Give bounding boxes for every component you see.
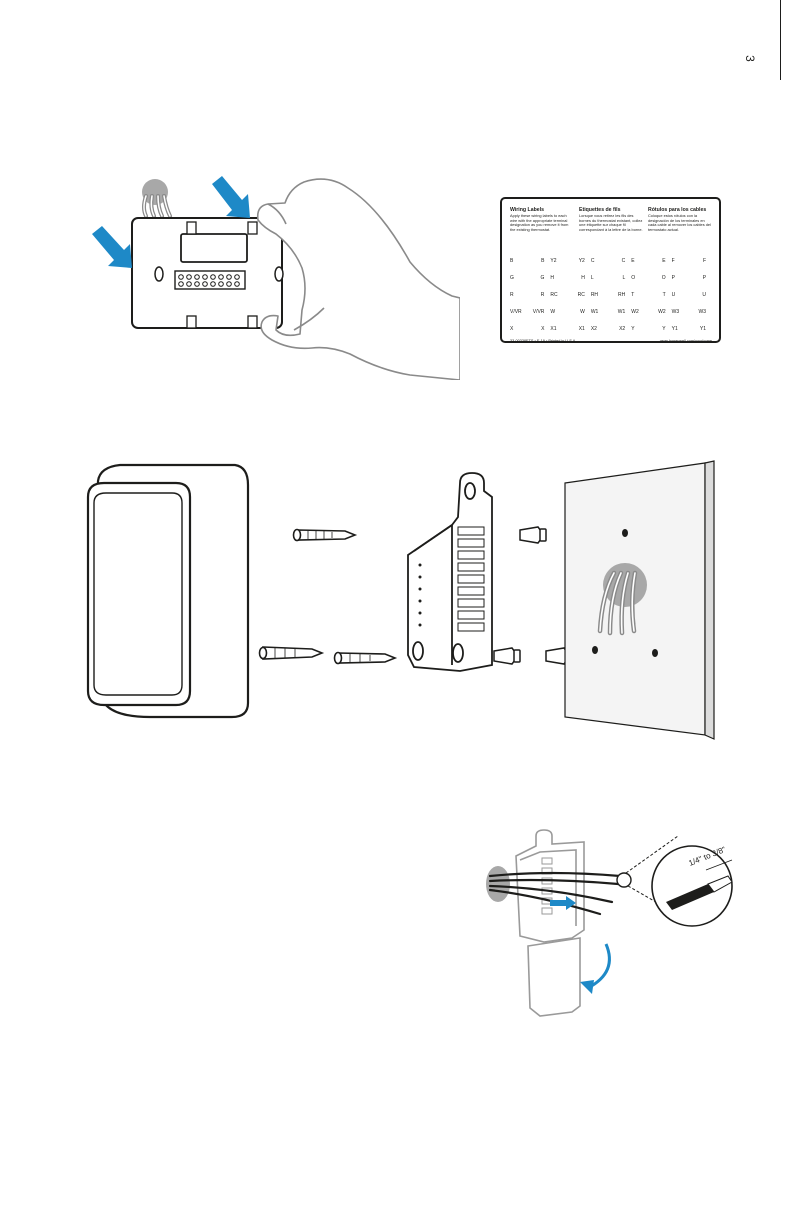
wire-label: W [580, 308, 585, 315]
wire-label: L [590, 274, 594, 281]
arrow-head-icon [580, 980, 594, 994]
hand-illustration [256, 178, 460, 380]
wire-label: W3 [671, 308, 680, 315]
label-row: G G H H L L O O P P [510, 269, 712, 286]
wire-label: X1 [550, 325, 557, 332]
wire-label: O [661, 274, 666, 281]
wire-label: T [631, 291, 635, 298]
screw-icon [258, 528, 398, 665]
label-column: Rótulos para los cables Coloque estos ró… [648, 207, 712, 251]
wire-label: RH [590, 291, 599, 298]
figure-insert-wires: 1/4" to 3/8" [486, 829, 733, 1017]
wire-label: Y1 [699, 325, 707, 332]
wire-label: RC [550, 291, 558, 298]
wire-label: L [622, 274, 626, 281]
insert-arrow-icon [550, 896, 576, 910]
wire-label: O [631, 274, 636, 281]
label-column: Étiquettes de fils Lorsque vous retirez … [579, 207, 643, 251]
wire-label: RH [617, 291, 626, 298]
page-number: 3 [743, 55, 757, 63]
label-row: V/VR V/VR W W W1 W1 W2 W2 W3 W3 [510, 303, 712, 320]
wall-anchor-icon [493, 526, 573, 665]
figure-mounting-exploded [86, 460, 715, 740]
wire-label: F [671, 257, 675, 264]
wire-label: Y1 [671, 325, 678, 332]
wire-label: X2 [619, 325, 626, 332]
wire-label: R [540, 291, 545, 298]
old-wallplate [131, 217, 284, 329]
wire-label: F [702, 257, 707, 264]
wall-hole [486, 866, 510, 902]
wall-panel [564, 460, 715, 740]
wire-label: W [550, 308, 556, 315]
wire-label: C [590, 257, 595, 264]
wire-label: G [540, 274, 545, 281]
wire-label: V/VR [510, 308, 522, 315]
wire-label: X [541, 325, 545, 332]
wallplate-lever [527, 937, 581, 1017]
wire-label: V/VR [532, 308, 545, 315]
label-website: www.honeywell.com/yourhome [659, 339, 712, 343]
wallplate-uwp [515, 829, 585, 943]
wire-label: W1 [617, 308, 626, 315]
wire-label: H [581, 274, 585, 281]
label-row: B B Y2 Y2 C C E E F F [510, 252, 712, 269]
label-title-french: Étiquettes de fils [579, 207, 621, 213]
figure-remove-wallplate [92, 176, 460, 380]
wire-label: E [662, 257, 666, 264]
wire-label: T [662, 291, 666, 298]
wire-label: R [510, 291, 514, 298]
wire-label: U [671, 291, 676, 298]
label-part-number: 33-00338ETS • E-19 • Printed in U.S.A. [510, 339, 577, 343]
wire-label: H [550, 274, 555, 281]
label-text-french: Lorsque vous retirez les fils des bornes… [579, 213, 643, 232]
label-row: X X X1 X1 X2 X2 Y Y Y1 Y1 [510, 320, 712, 337]
wire-label: G [510, 274, 514, 281]
wire-label: W1 [590, 308, 599, 315]
page-edge-line [780, 0, 781, 80]
wire-label: W2 [631, 308, 639, 315]
wire-label: Y [662, 325, 666, 332]
thermostat-unit [86, 463, 250, 719]
label-text-english: Apply these wiring labels to each wire w… [510, 213, 569, 232]
wire-label: Y2 [578, 257, 585, 264]
wire-label: P [671, 274, 675, 281]
wire-label: X1 [578, 325, 585, 332]
label-title-spanish: Rótulos para los cables [648, 207, 707, 213]
wire-label: RC [577, 291, 585, 298]
strip-length-callout: 1/4" to 3/8" [616, 835, 733, 927]
wire-bundle-icon [488, 871, 622, 916]
wire-label: B [510, 257, 514, 264]
wire-label: B [541, 257, 545, 264]
wallplate-uwp [407, 472, 493, 672]
label-title-english: Wiring Labels [510, 207, 544, 213]
wire-label: C [621, 257, 626, 264]
label-grid: B B Y2 Y2 C C E E F F G G H H L L O O P … [510, 252, 712, 337]
wire-label: U [702, 291, 707, 298]
wire-label: E [631, 257, 635, 264]
label-text-spanish: Coloque estos rótulos con la designación… [648, 213, 711, 232]
wire-label: W2 [658, 308, 666, 315]
wire-label: X [510, 325, 514, 332]
wiring-label-card: Wiring Labels Apply these wiring labels … [500, 197, 721, 343]
wire-label: P [702, 274, 707, 281]
wire-label: W3 [698, 308, 707, 315]
wire-label: X2 [590, 325, 597, 332]
wire-label: Y2 [550, 257, 557, 264]
label-column: Wiring Labels Apply these wiring labels … [510, 207, 574, 251]
label-row: R R RC RC RH RH T T U U [510, 286, 712, 303]
label-footer: 33-00338ETS • E-19 • Printed in U.S.A. w… [510, 339, 712, 343]
wire-label: Y [631, 325, 635, 332]
push-arrow-icon [92, 176, 250, 268]
